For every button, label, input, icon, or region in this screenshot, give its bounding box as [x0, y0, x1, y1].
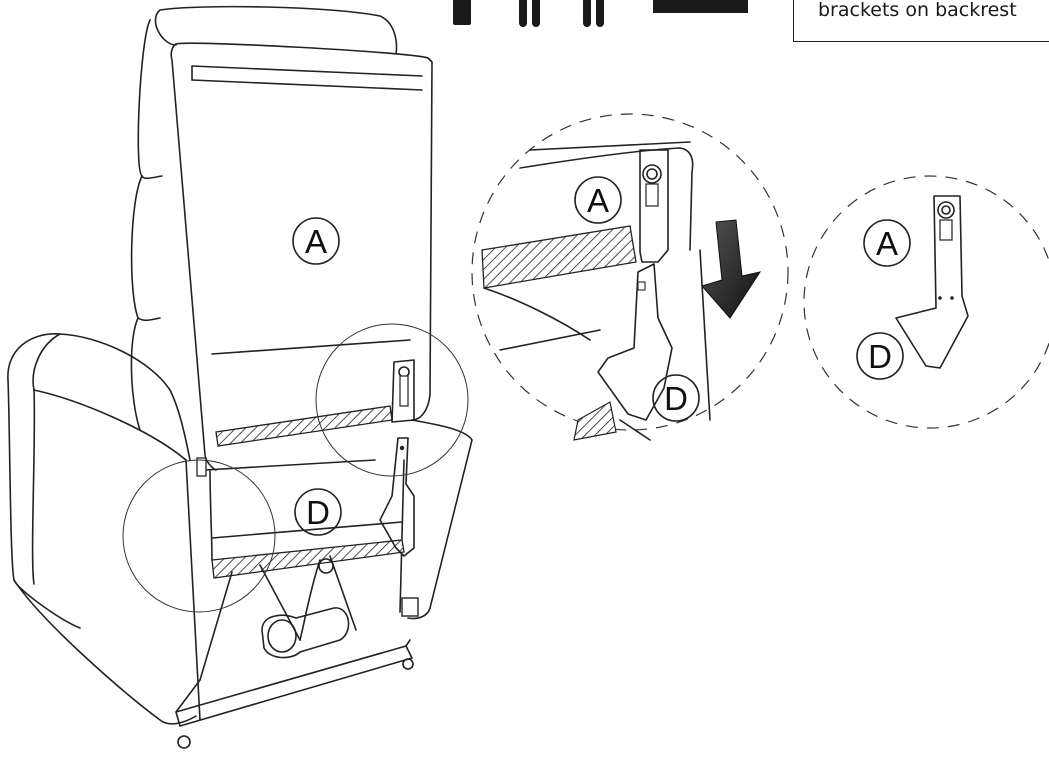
chair-illustration: [7, 5, 473, 749]
label-detail-a: A: [574, 176, 622, 224]
label-detail-d: D: [652, 374, 700, 422]
svg-text:D: D: [306, 494, 330, 531]
instruction-text: brackets on backrest: [818, 0, 1017, 21]
instruction-callout: brackets on backrest: [793, 0, 1049, 42]
bracket-result-view: [803, 175, 1049, 429]
svg-text:A: A: [876, 225, 898, 262]
label-seat-d: D: [294, 488, 342, 536]
label-backrest-a: A: [292, 217, 340, 265]
bracket-detail-view: [471, 113, 789, 441]
down-arrow-icon: [701, 219, 762, 319]
svg-text:A: A: [305, 223, 327, 260]
label-result-a: A: [863, 219, 911, 267]
label-result-d: D: [856, 332, 904, 380]
bracket-pieces-icon: [453, 0, 748, 27]
svg-text:D: D: [664, 380, 688, 417]
svg-text:A: A: [587, 182, 609, 219]
svg-text:D: D: [868, 338, 892, 375]
